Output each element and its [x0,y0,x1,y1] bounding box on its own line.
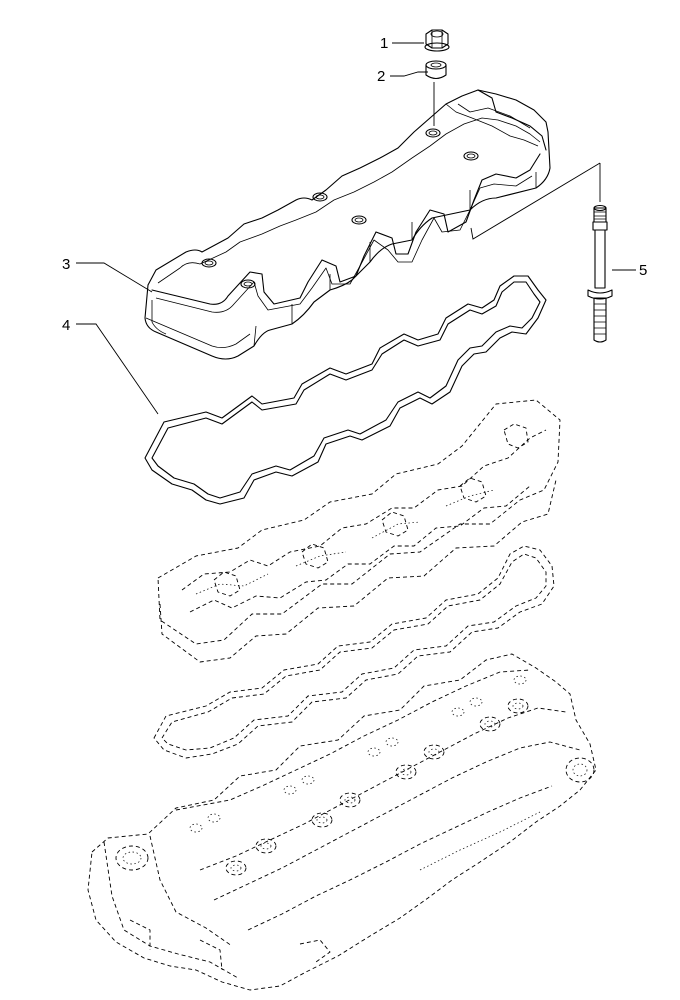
cylinder-head [87,653,597,991]
callout-label-1: 3 [62,256,70,273]
stud-part-4 [587,204,613,343]
rocker-carrier-frame [157,399,561,663]
lower-gasket [153,545,555,759]
valve-cover-part-1 [144,89,551,360]
callout-label-3: 4 [62,317,70,334]
flanged-nut-part-5 [424,29,450,52]
callout-label-5: 1 [380,35,388,52]
callout-label-4: 5 [639,262,647,279]
washer-part-2 [425,60,447,80]
callout-label-2: 2 [377,68,385,85]
cylinder-head-ports [225,698,529,876]
cylinder-head-bolt-bosses [189,675,527,833]
leader-lines [76,42,636,415]
cover-gasket-part-3 [144,275,547,505]
